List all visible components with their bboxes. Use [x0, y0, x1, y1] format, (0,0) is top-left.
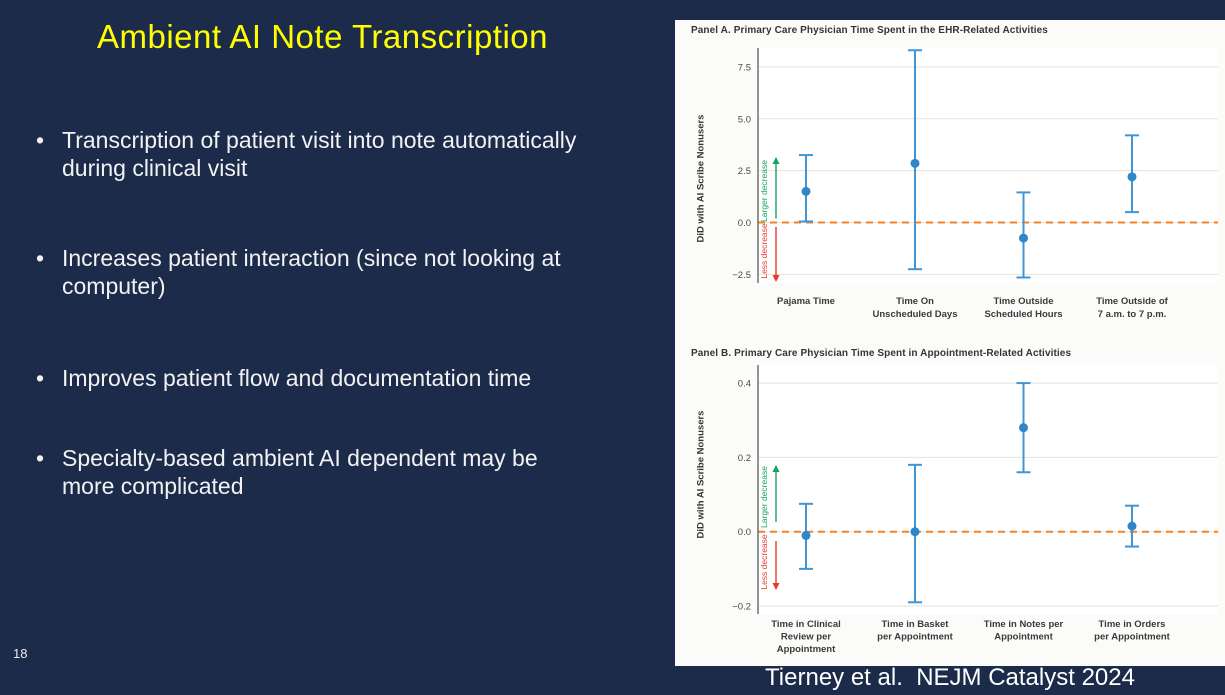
error-bar: [1125, 504, 1139, 548]
point-estimate: [1127, 521, 1137, 531]
less-decrease-label: Less decrease: [759, 223, 769, 279]
citation: Tierney et al. NEJM Catalyst 2024: [765, 664, 1135, 691]
x-category-label: Pajama Time: [777, 296, 835, 307]
bullet-item: Transcription of patient visit into note…: [28, 126, 668, 182]
y-tick-label: 0.0: [738, 218, 751, 229]
y-tick-label: 7.5: [738, 62, 751, 73]
y-tick-label: 5.0: [738, 114, 751, 125]
error-bar: [908, 463, 922, 604]
plot-area: [758, 48, 1218, 283]
larger-decrease-label: Larger decrease: [759, 160, 769, 222]
error-bar: [799, 502, 813, 570]
point-estimate: [1019, 233, 1028, 243]
bullet-item: Specialty-based ambient AI dependent may…: [28, 444, 668, 500]
point-estimate: [910, 158, 920, 168]
bullet-text: Transcription of patient visit into note…: [62, 127, 577, 182]
arrow-head-up-icon: [772, 157, 780, 164]
bullet-text: Increases patient interaction (since not…: [62, 245, 561, 300]
point-estimate: [910, 527, 920, 537]
point-estimate: [801, 186, 811, 196]
y-tick-label: 0.0: [738, 527, 751, 538]
y-tick-label: −0.2: [732, 602, 751, 613]
error-bar: [1016, 191, 1031, 279]
page-number: 18: [13, 646, 28, 661]
panel-a-title: Panel A. Primary Care Physician Time Spe…: [691, 25, 1048, 36]
figure-panel: Panel A. Primary Care Physician Time Spe…: [675, 20, 1225, 666]
point-estimate: [1019, 423, 1028, 433]
slide-title: Ambient AI Note Transcription: [96, 18, 549, 55]
bullet-item: Increases patient interaction (since not…: [28, 244, 668, 300]
y-tick-label: 0.4: [738, 379, 751, 390]
point-estimate: [801, 530, 811, 540]
error-bar: [799, 154, 813, 223]
y-tick-label: 2.5: [738, 166, 751, 177]
bullet-text: Specialty-based ambient AI dependent may…: [62, 445, 538, 500]
bullet-item: Improves patient flow and documentation …: [28, 364, 668, 392]
error-bar: [1125, 134, 1139, 214]
panel-b-title: Panel B. Primary Care Physician Time Spe…: [691, 348, 1072, 359]
larger-decrease-label: Larger decrease: [759, 466, 769, 528]
y-tick-label: 0.2: [738, 453, 751, 464]
error-bar: [1016, 382, 1031, 474]
error-bar: [908, 49, 922, 271]
point-estimate: [1127, 172, 1137, 182]
arrow-head-down-icon: [772, 275, 780, 282]
bullet-text: Improves patient flow and documentation …: [62, 365, 532, 391]
arrow-head-up-icon: [772, 465, 780, 472]
less-decrease-label: Less decrease: [759, 534, 769, 590]
arrow-head-down-icon: [772, 583, 780, 590]
y-tick-label: −2.5: [732, 270, 751, 281]
plot-area: [758, 365, 1218, 614]
